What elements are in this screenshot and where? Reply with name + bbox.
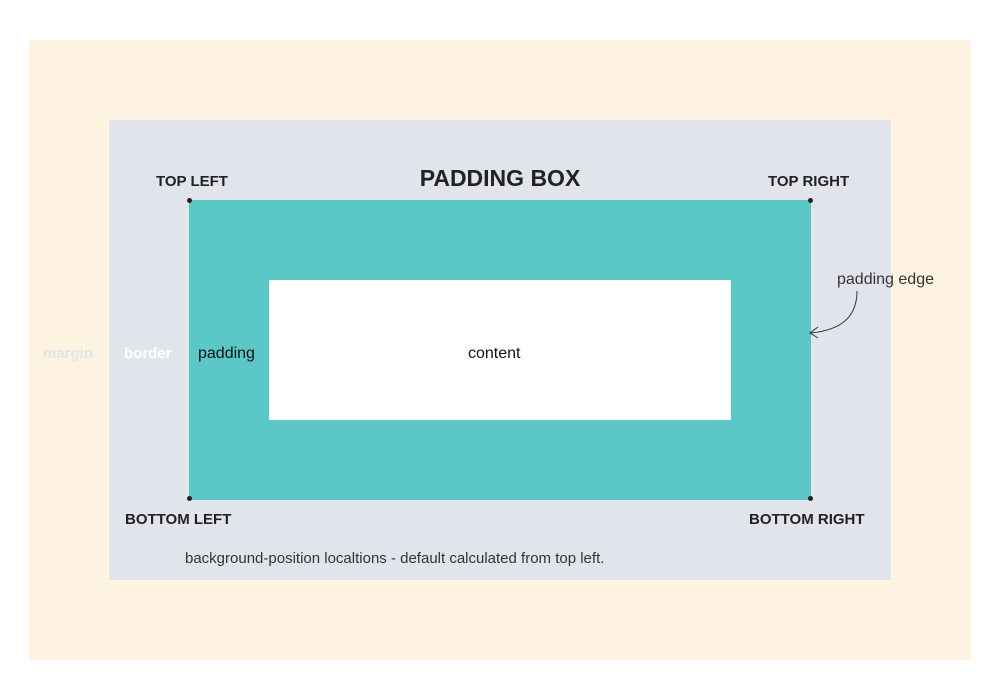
annotation-padding-edge: padding edge (837, 271, 934, 288)
label-padding: padding (198, 345, 255, 362)
label-bottom-right: BOTTOM RIGHT (749, 511, 865, 528)
caption: background-position localtions - default… (185, 550, 605, 567)
diagram-title: PADDING BOX (419, 165, 581, 191)
label-bottom-left: BOTTOM LEFT (125, 511, 232, 528)
content-area (269, 280, 731, 420)
corner-dot-bottom-left (187, 496, 192, 501)
corner-dot-top-right (808, 198, 813, 203)
arrow-icon (809, 290, 858, 339)
label-top-right: TOP RIGHT (768, 173, 850, 190)
label-margin: margin (43, 345, 94, 362)
corner-dot-bottom-right (808, 496, 813, 501)
label-border: border (124, 345, 172, 362)
label-top-left: TOP LEFT (156, 173, 228, 190)
label-content: content (468, 345, 521, 362)
corner-dot-top-left (187, 198, 192, 203)
